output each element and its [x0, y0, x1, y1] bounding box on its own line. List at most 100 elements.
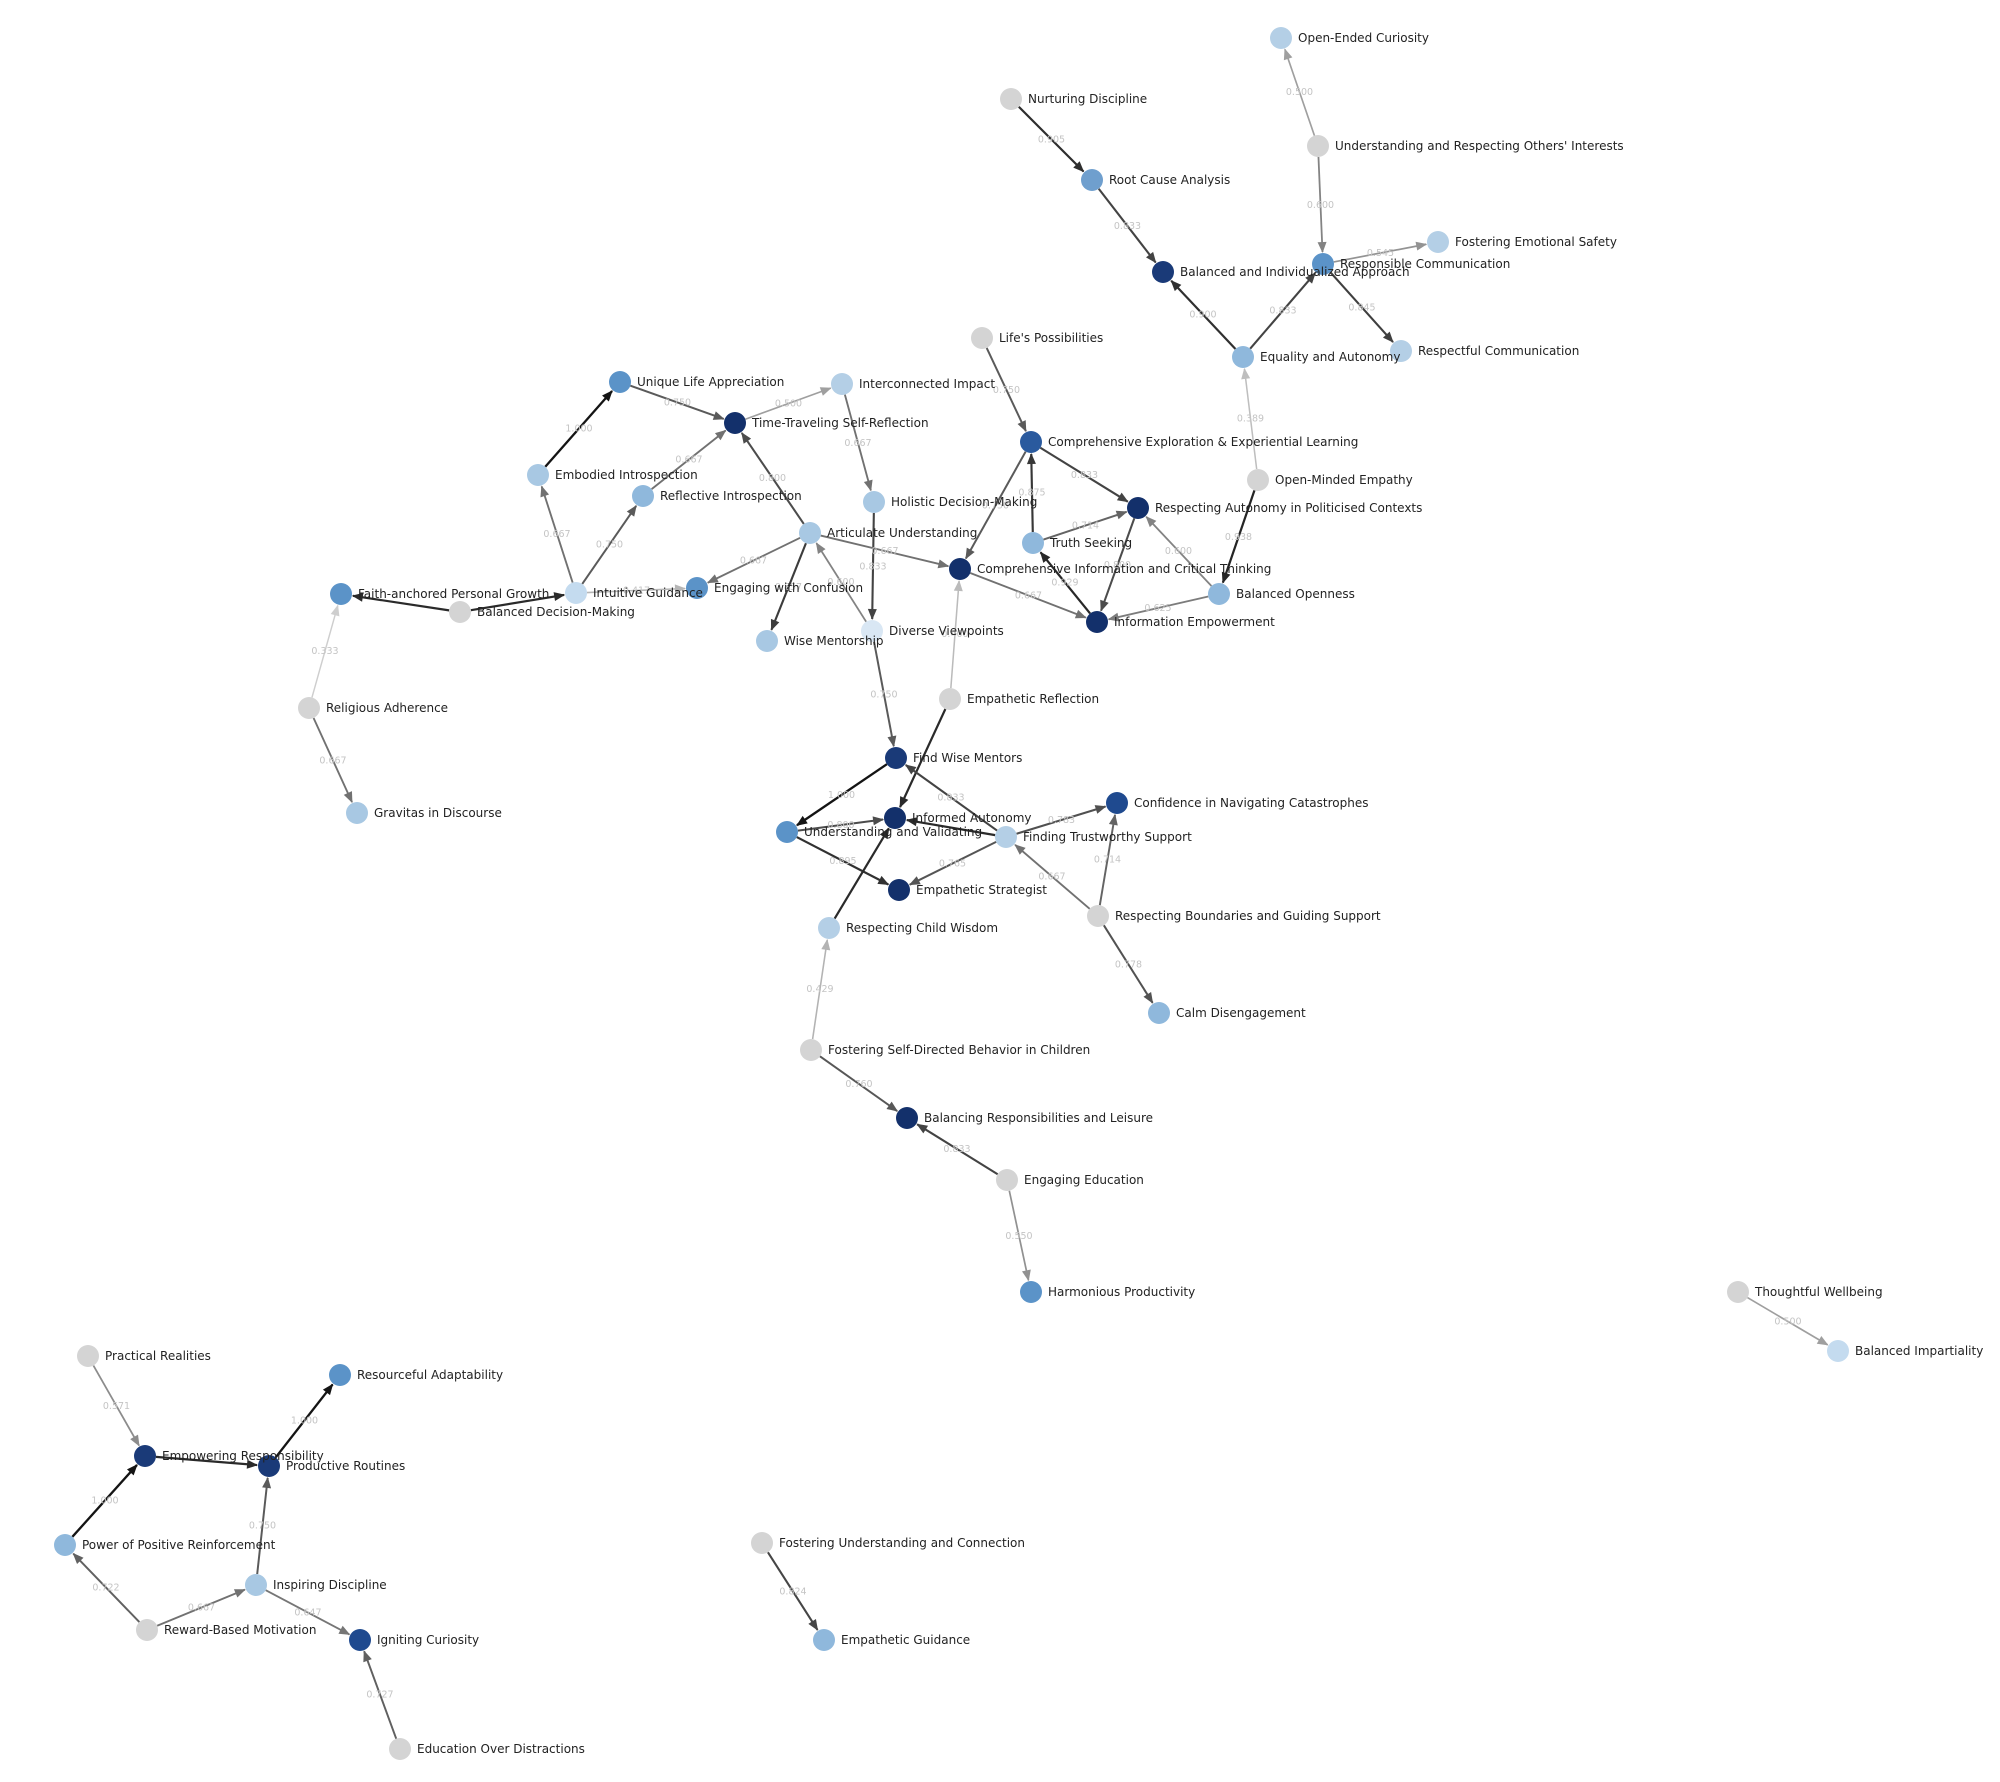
- node-respecting-autonomy-politicised[interactable]: [1127, 497, 1149, 519]
- node-empowering-responsibility[interactable]: [134, 1445, 156, 1467]
- node-truth-seeking[interactable]: [1022, 532, 1044, 554]
- edge-find-wise-mentors-to-understanding-validating: [796, 763, 888, 827]
- edge-weight-label: 0.760: [845, 1079, 872, 1090]
- node-harmonious-productivity[interactable]: [1020, 1281, 1042, 1303]
- edge-engaging-education-to-balancing-responsibilities: [916, 1123, 999, 1176]
- node-equality-autonomy[interactable]: [1232, 346, 1254, 368]
- node-articulate-understanding[interactable]: [799, 522, 821, 544]
- node-practical-realities[interactable]: [77, 1345, 99, 1367]
- node-resourceful-adaptability[interactable]: [329, 1364, 351, 1386]
- node-engaging-education[interactable]: [996, 1169, 1018, 1191]
- edge-understanding-validating-to-informed-autonomy: [797, 818, 884, 832]
- node-respecting-boundaries[interactable]: [1087, 905, 1109, 927]
- node-inspiring-discipline[interactable]: [245, 1574, 267, 1596]
- edge-weight-label: 1.000: [828, 790, 855, 801]
- arrowhead-time-traveling: [714, 429, 727, 441]
- node-embodied-introspection[interactable]: [527, 464, 549, 486]
- edge-comprehensive-information-to-information-empowerment: [969, 572, 1087, 619]
- edge-productive-routines-to-resourceful-adaptability: [274, 1383, 334, 1459]
- edge-weight-label: 0.625: [1144, 603, 1171, 614]
- arrowhead-respectful-communication: [1382, 331, 1394, 343]
- node-balanced-openness[interactable]: [1208, 583, 1230, 605]
- node-faith-anchored[interactable]: [330, 583, 352, 605]
- edge-responsible-communication-to-respectful-communication: [1329, 271, 1394, 343]
- edge-weight-label: 0.500: [1286, 87, 1313, 98]
- arrowhead-understanding-validating: [796, 815, 808, 826]
- node-productive-routines[interactable]: [258, 1455, 280, 1477]
- node-understanding-respecting-others[interactable]: [1307, 135, 1329, 157]
- edge-responsible-communication-to-fostering-emotional-safety: [1333, 243, 1427, 263]
- node-comprehensive-exploration[interactable]: [1020, 431, 1042, 453]
- node-responsible-communication[interactable]: [1312, 253, 1334, 275]
- node-power-positive-reinforcement[interactable]: [54, 1534, 76, 1556]
- edge-weight-label: 0.900: [1189, 310, 1216, 321]
- node-igniting-curiosity[interactable]: [349, 1629, 371, 1651]
- node-balanced-decision[interactable]: [449, 601, 471, 623]
- node-empathetic-strategist[interactable]: [888, 879, 910, 901]
- node-confidence-catastrophes[interactable]: [1106, 792, 1128, 814]
- node-label-reward-based-motivation: Reward-Based Motivation: [164, 1623, 316, 1637]
- node-respecting-child-wisdom[interactable]: [818, 917, 840, 939]
- node-intuitive-guidance[interactable]: [565, 582, 587, 604]
- node-information-empowerment[interactable]: [1086, 611, 1108, 633]
- edge-weight-label: 0.833: [1071, 470, 1098, 481]
- node-reward-based-motivation[interactable]: [136, 1619, 158, 1641]
- edge-unique-life-appreciation-to-time-traveling: [630, 384, 725, 420]
- edge-truth-seeking-to-respecting-autonomy-politicised: [1043, 510, 1127, 541]
- node-label-information-empowerment: Information Empowerment: [1114, 615, 1275, 629]
- node-religious-adherence[interactable]: [298, 697, 320, 719]
- node-fostering-self-directed[interactable]: [800, 1039, 822, 1061]
- node-fostering-emotional-safety[interactable]: [1427, 231, 1449, 253]
- node-find-wise-mentors[interactable]: [885, 747, 907, 769]
- node-gravitas-discourse[interactable]: [346, 802, 368, 824]
- node-open-ended-curiosity[interactable]: [1270, 27, 1292, 49]
- node-fostering-understanding-connection[interactable]: [751, 1532, 773, 1554]
- edge-weight-label: 0.667: [740, 556, 767, 567]
- edge-weight-label: 0.824: [779, 1587, 806, 1598]
- node-reflective-introspection[interactable]: [632, 485, 654, 507]
- node-lifes-possibilities[interactable]: [971, 327, 993, 349]
- node-education-over-distractions[interactable]: [389, 1738, 411, 1760]
- node-finding-trustworthy[interactable]: [995, 826, 1017, 848]
- edge-weight-label: 0.938: [1225, 532, 1252, 543]
- node-balanced-impartiality[interactable]: [1827, 1340, 1849, 1362]
- arrowhead-respecting-autonomy-politicised: [1145, 516, 1157, 528]
- edge-religious-adherence-to-gravitas-discourse: [312, 717, 353, 803]
- arrowhead-balanced-impartiality: [1816, 1335, 1829, 1346]
- node-label-gravitas-discourse: Gravitas in Discourse: [374, 806, 502, 820]
- node-comprehensive-information[interactable]: [949, 558, 971, 580]
- node-time-traveling[interactable]: [724, 412, 746, 434]
- arrowhead-faith-anchored: [351, 592, 364, 602]
- edge-root-cause-analysis-to-balanced-individualized: [1097, 188, 1157, 264]
- edge-weight-label: 0.750: [870, 690, 897, 701]
- node-open-minded-empathy[interactable]: [1247, 469, 1269, 491]
- node-empathetic-guidance[interactable]: [813, 1629, 835, 1651]
- node-label-fostering-understanding-connection: Fostering Understanding and Connection: [779, 1536, 1025, 1550]
- edge-weight-label: 0.389: [1237, 414, 1264, 425]
- node-interconnected-impact[interactable]: [831, 373, 853, 395]
- node-engaging-confusion[interactable]: [686, 577, 708, 599]
- node-wise-mentorship[interactable]: [756, 630, 778, 652]
- node-root-cause-analysis[interactable]: [1081, 169, 1103, 191]
- node-diverse-viewpoints[interactable]: [861, 620, 883, 642]
- arrowhead-balanced-individualized: [1170, 280, 1182, 292]
- arrowhead-responsible-communication: [1305, 272, 1316, 284]
- node-nurturing-discipline[interactable]: [1000, 88, 1022, 110]
- edge-weight-label: 0.778: [1115, 960, 1142, 971]
- node-empathetic-reflection[interactable]: [939, 688, 961, 710]
- node-calm-disengagement[interactable]: [1148, 1002, 1170, 1024]
- arrowhead-information-empowerment: [1100, 599, 1109, 612]
- node-holistic-decision[interactable]: [863, 491, 885, 513]
- arrowhead-reflective-introspection: [626, 505, 637, 517]
- node-informed-autonomy[interactable]: [884, 807, 906, 829]
- node-balancing-responsibilities[interactable]: [896, 1107, 918, 1129]
- edge-balanced-decision-to-intuitive-guidance: [470, 593, 565, 612]
- node-unique-life-appreciation[interactable]: [609, 371, 631, 393]
- node-thoughtful-wellbeing[interactable]: [1727, 1281, 1749, 1303]
- edge-weight-label: 0.571: [103, 1401, 130, 1412]
- node-respectful-communication[interactable]: [1390, 340, 1412, 362]
- arrowhead-intuitive-guidance: [553, 592, 566, 601]
- node-balanced-individualized[interactable]: [1152, 261, 1174, 283]
- node-understanding-validating[interactable]: [776, 821, 798, 843]
- node-label-empathetic-reflection: Empathetic Reflection: [967, 692, 1099, 706]
